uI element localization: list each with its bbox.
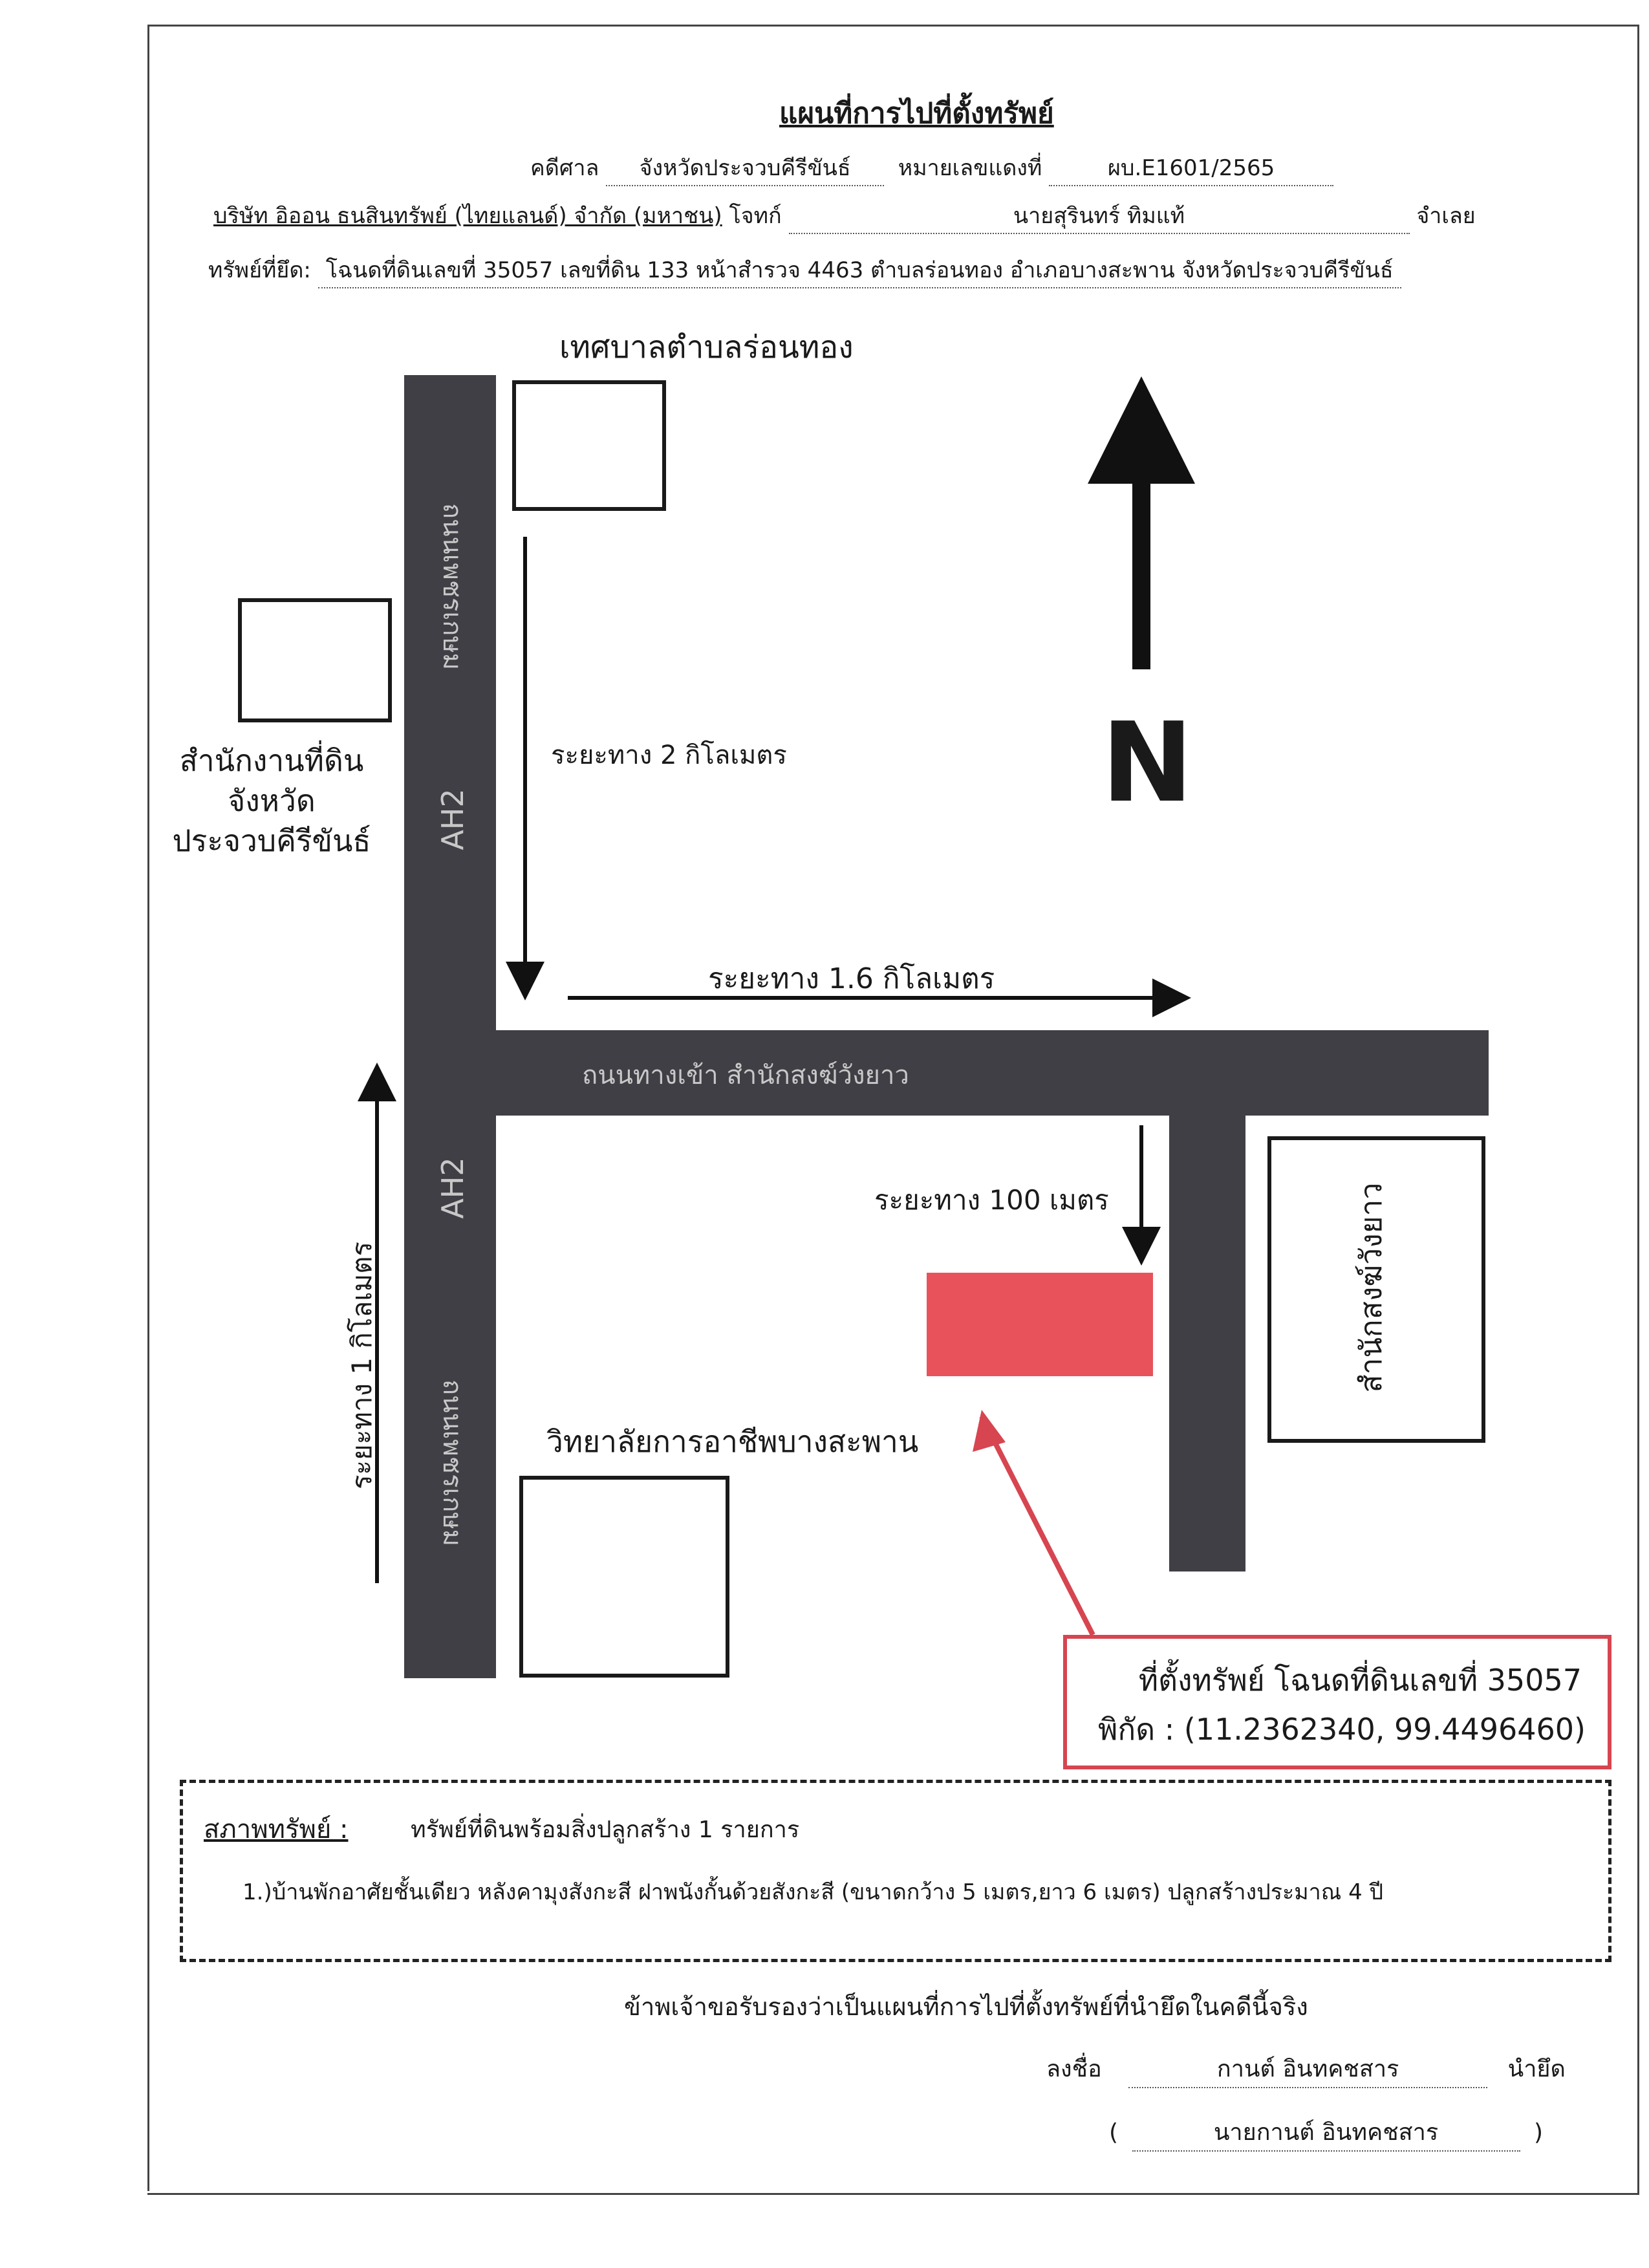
frame-left-border <box>147 25 149 2191</box>
label-land-office: สำนักงานที่ดิน จังหวัด ประจวบคีรีขันธ์ <box>162 740 382 861</box>
label-municipality: เทศบาลตำบลร่อนทอง <box>559 329 854 365</box>
defendant-name: นายสุรินทร์ ทิมแท้ <box>788 198 1410 234</box>
seized-value: โฉนดที่ดินเลขที่ 35057 เลขที่ดิน 133 หน้… <box>318 252 1401 288</box>
printed-name-line: ( นายกานต์ อินทคชสาร ) <box>1109 2113 1543 2152</box>
label-distance-2km: ระยะทาง 2 กิโลเมตร <box>551 740 787 770</box>
north-label: N <box>1101 699 1194 827</box>
case-no-value: ผบ.E1601/2565 <box>1049 150 1334 186</box>
land-office-line2: จังหวัด <box>228 783 316 819</box>
road-branch-south <box>1169 1116 1245 1571</box>
label-distance-1-6km: ระยะทาง 1.6 กิโลเมตร <box>708 962 995 995</box>
name-open-paren: ( <box>1109 2119 1119 2146</box>
plaintiff-label: โจทก์ <box>729 203 782 229</box>
signature: กานต์ อินทคชสาร <box>1128 2050 1488 2088</box>
callout-arrowhead-icon <box>973 1410 1006 1452</box>
condition-label: สภาพทรัพย์ : <box>204 1815 349 1844</box>
location-callout-line1: ที่ตั้งทรัพย์ โฉนดที่ดินเลขที่ 35057 <box>1138 1663 1582 1698</box>
land-office-line3: ประจวบคีรีขันธ์ <box>172 823 371 859</box>
plaintiff-name: บริษัท อิออน ธนสินทรัพย์ (ไทยแลนด์) จำกั… <box>213 203 722 229</box>
road-temple-entrance-label: ถนนทางเข้า สำนักสงฆ์วังยาว <box>582 1061 909 1090</box>
certification-statement: ข้าพเจ้าขอรับรองว่าเป็นแผนที่การไปที่ตั้… <box>624 1993 1308 2021</box>
seized-label: ทรัพย์ที่ยึด: <box>208 257 311 283</box>
label-distance-100m: ระยะทาง 100 เมตร <box>874 1184 1109 1216</box>
road-phetkasem <box>404 375 496 1678</box>
callout-pointer <box>979 1415 1095 1636</box>
box-college <box>519 1476 729 1678</box>
name-close-paren: ) <box>1533 2119 1543 2146</box>
land-office-line1: สำนักงานที่ดิน <box>179 743 364 778</box>
condition-summary: ทรัพย์ที่ดินพร้อมสิ่งปลูกสร้าง 1 รายการ <box>411 1817 800 1843</box>
court-value: จังหวัดประจวบคีรีขันธ์ <box>606 150 885 186</box>
north-arrow-icon <box>1088 376 1195 669</box>
case-no-label: หมายเลขแดงที่ <box>898 155 1042 181</box>
printed-name: นายกานต์ อินทคชสาร <box>1132 2113 1520 2152</box>
box-temple <box>1267 1136 1485 1443</box>
signer-role: นำยึด <box>1507 2056 1566 2082</box>
seized-line: ทรัพย์ที่ยึด: โฉนดที่ดินเลขที่ 35057 เลข… <box>208 252 1401 288</box>
condition-box <box>180 1780 1611 1962</box>
defendant-label: จำเลย <box>1416 203 1476 229</box>
label-college: วิทยาลัยการอาชีพบางสะพาน <box>546 1424 919 1459</box>
document-frame <box>147 25 1639 2195</box>
signature-line: ลงชื่อ กานต์ อินทคชสาร นำยึด <box>1046 2050 1566 2088</box>
road-temple-entrance <box>496 1030 1489 1116</box>
court-line: คดีศาล จังหวัดประจวบคีรีขันธ์ หมายเลขแดง… <box>530 150 1334 186</box>
location-callout: ที่ตั้งทรัพย์ โฉนดที่ดินเลขที่ 35057 พิก… <box>1063 1635 1611 1769</box>
parties-line: บริษัท อิออน ธนสินทรัพย์ (ไทยแลนด์) จำกั… <box>213 198 1476 234</box>
location-coordinates: พิกัด : (11.2362340, 99.4496460) <box>1098 1712 1586 1747</box>
box-municipality <box>512 380 666 511</box>
document-title: แผนที่การไปที่ตั้งทรัพย์ <box>779 97 1054 130</box>
court-label: คดีศาล <box>530 155 599 181</box>
property-location-marker <box>927 1273 1153 1376</box>
box-land-office <box>238 598 392 722</box>
sign-label: ลงชื่อ <box>1046 2056 1102 2082</box>
condition-item-1: 1.)บ้านพักอาศัยชั้นเดียว หลังคามุงสังกะส… <box>242 1879 1384 1905</box>
